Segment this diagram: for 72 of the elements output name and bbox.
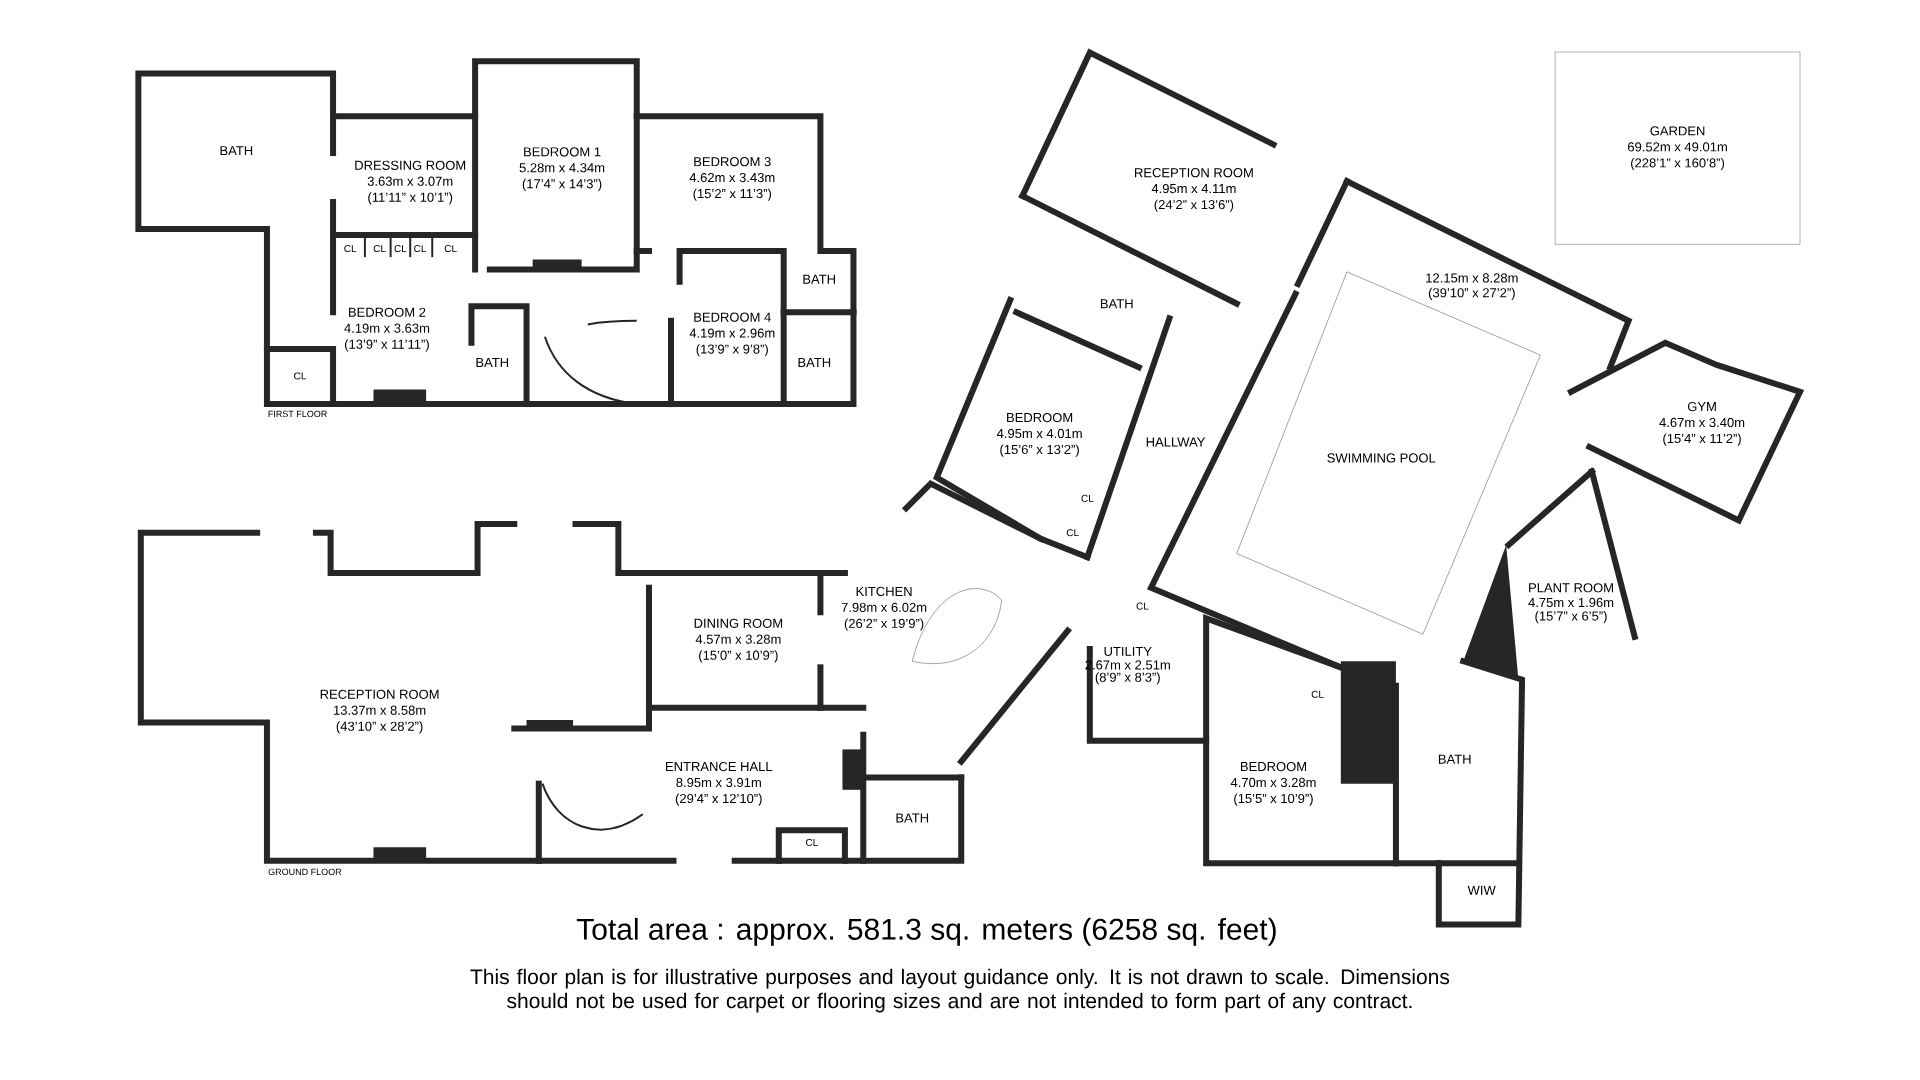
room-label: (17’4” x 14’3”) <box>522 178 602 191</box>
room-label: 4.62m x 3.43m <box>689 172 775 183</box>
room-label: 8.95m x 3.91m <box>676 777 761 788</box>
room-label: 4.95m x 4.01m <box>996 428 1082 439</box>
room-label: (15’7” x 6’5”) <box>1535 611 1607 624</box>
room-label: 4.19m x 3.63m <box>344 323 430 333</box>
room-label: BEDROOM <box>1007 412 1073 423</box>
room-label: ENTRANCE HALL <box>666 761 773 772</box>
room-label: BATH <box>1438 754 1471 764</box>
room-label: RECEPTION ROOM <box>1135 168 1253 178</box>
room-label: BEDROOM 1 <box>524 147 601 157</box>
room-label: (29’4” x 12’10”) <box>675 793 762 806</box>
disclaimer-text: This floor plan is for illustrative purposes and layout guidance only. It is not drawn to scale. Dimensions should not be used for carpet or flooring sizes and are not intended to form part of any contract. <box>470 968 1450 1013</box>
closet-label: CL <box>414 245 427 253</box>
closet-label: CL <box>373 245 386 253</box>
room-label: 4.95m x 4.11m <box>1151 183 1236 194</box>
room-label: 12.15m x 8.28m <box>1426 273 1518 283</box>
room-label: PLANT ROOM <box>1529 583 1613 593</box>
closet-label: CL <box>1311 690 1324 698</box>
room-label: BATH <box>1100 299 1133 309</box>
closet-label: CL <box>805 838 818 846</box>
closet-label: CL <box>344 245 357 253</box>
room-label: UTILITY <box>1104 646 1152 656</box>
room-label: BEDROOM 3 <box>694 157 771 167</box>
room-label: BATH <box>803 274 835 284</box>
room-label: BEDROOM 4 <box>694 312 771 322</box>
room-label: 7.98m x 6.02m <box>841 602 927 612</box>
room-label: BATH <box>896 813 929 823</box>
room-label: RECEPTION ROOM <box>320 689 439 699</box>
room-label: (15’6” x 13’2”) <box>1000 444 1079 457</box>
closet-label: CL <box>1136 602 1149 610</box>
closet-label: CL <box>394 245 407 253</box>
room-label: DRESSING ROOM <box>355 160 466 170</box>
room-label: (11’11” x 10’1”) <box>368 192 453 205</box>
room-label: BEDROOM 2 <box>349 307 426 317</box>
room-label: (39’10” x 27’2”) <box>1428 287 1515 300</box>
room-label: 4.67m x 3.40m <box>1659 417 1745 428</box>
room-label: (8’9” x 8’3”) <box>1095 672 1160 685</box>
room-label: (15’0” x 10’9”) <box>699 650 778 663</box>
room-label: (43’10” x 28’2”) <box>336 721 423 734</box>
room-label: BATH <box>798 358 831 367</box>
room-label: SWIMMING POOL <box>1327 453 1436 463</box>
room-label: 4.57m x 3.28m <box>695 634 781 644</box>
room-label: WIW <box>1467 885 1496 895</box>
room-label: (24’2” x 13’6”) <box>1154 199 1234 212</box>
room-label: 4.70m x 3.28m <box>1230 777 1316 788</box>
room-label: BATH <box>476 358 509 367</box>
room-label: (15’4” x 11’2”) <box>1663 433 1741 446</box>
room-label: 4.75m x 1.96m <box>1528 597 1614 608</box>
room-label: HALLWAY <box>1146 437 1206 447</box>
room-label: (26’2” x 19’9”) <box>844 618 924 631</box>
room-label: DINING ROOM <box>694 618 783 628</box>
closet-label: CL <box>444 245 457 253</box>
room-label: KITCHEN <box>856 586 912 597</box>
room-label: (15’2” x 11’3”) <box>693 188 772 201</box>
room-label: BATH <box>220 146 253 156</box>
closet-label: CL <box>1066 529 1079 537</box>
closet-label: CL <box>294 372 307 380</box>
room-label: 4.19m x 2.96m <box>689 328 775 338</box>
floor-label: GROUND FLOOR <box>268 868 342 876</box>
closet-label: CL <box>1081 494 1094 502</box>
floor-label: FIRST FLOOR <box>268 410 327 418</box>
room-label: (13’9” x 11’11”) <box>345 339 429 352</box>
room-label: BEDROOM <box>1240 761 1306 772</box>
room-label: GYM <box>1687 401 1716 412</box>
room-label: (15’5” x 10’9”) <box>1234 793 1313 806</box>
total-area-heading: Total area : approx. 581.3 sq. meters (6258 sq. feet) <box>576 917 1276 946</box>
room-label: 3.63m x 3.07m <box>367 176 453 186</box>
room-label: 5.28m x 4.34m <box>519 163 605 173</box>
room-label: (13’9” x 9’8”) <box>696 344 768 357</box>
room-label: 13.37m x 8.58m <box>334 705 426 715</box>
garden-box: GARDEN 69.52m x 49.01m (228’1” x 160’8”) <box>1554 51 1801 245</box>
